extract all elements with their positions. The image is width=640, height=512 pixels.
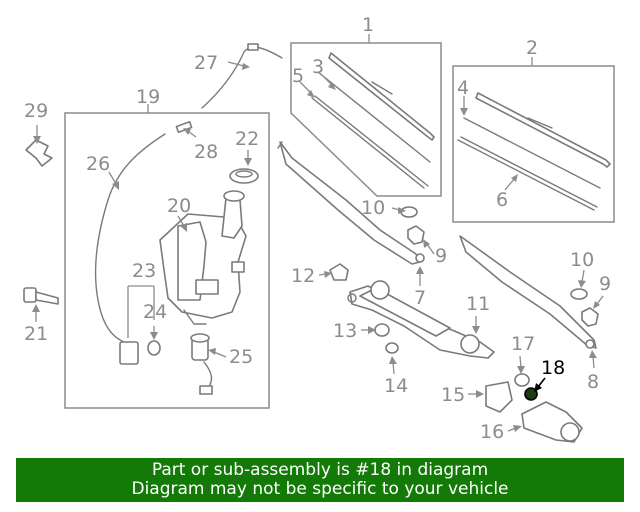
callout-26: 26 [86,153,110,175]
callout-17: 17 [511,333,535,355]
wiper-arm-driver [277,141,425,265]
callout-13: 13 [333,320,357,342]
callout-21: 21 [24,323,48,345]
level-sensor [119,285,155,365]
callout-11: 11 [466,293,490,315]
leader-lines [32,61,604,432]
callout-12: 12 [291,265,315,287]
callout-24: 24 [143,301,167,323]
callout-25: 25 [229,346,253,368]
callout-23: 23 [132,260,156,282]
callout-3: 3 [312,56,324,78]
callout-18: 18 [541,357,565,379]
washer-hose [94,133,166,343]
callout-29: 29 [24,100,48,122]
callout-16: 16 [480,421,504,443]
wiper-blade-1 [311,52,435,189]
callout-6: 6 [496,189,508,211]
motor-bracket [485,381,513,413]
motor-bushing [514,373,530,387]
footer-line-2: Diagram may not be specific to your vehi… [131,479,509,499]
callout-14: 14 [384,375,408,397]
hood-hose [201,46,283,109]
linkage-grommet [385,342,399,354]
callout-15: 15 [441,384,465,406]
wiper-motor [521,401,583,443]
mount-bolt [23,287,59,305]
callout-4: 4 [457,77,469,99]
highlighted-part-18 [524,387,538,401]
callout-27: 27 [194,52,218,74]
grommet [147,340,161,356]
footer-line-1: Part or sub-assembly is #18 in diagram [151,460,489,480]
washer-box-19 [64,104,270,409]
blade-box-1 [290,34,442,197]
callout-labels: 1 2 3 4 5 6 7 8 9 9 10 10 11 12 13 14 15… [24,14,611,443]
wiper-linkage [347,280,495,359]
reservoir-cap [229,168,259,184]
callout-9a: 9 [435,245,447,267]
wiper-blade-2 [457,92,611,211]
pivot-cap [329,263,349,281]
blade-box-2 [452,57,615,223]
hose-joint [247,43,259,51]
linkage-bushing [374,323,390,337]
washer-pump [190,333,213,395]
hose-clip [25,139,53,167]
arm-nut-right [570,288,599,327]
arm-nut-left [400,206,425,245]
callout-10b: 10 [570,249,594,271]
callout-20: 20 [167,195,191,217]
callout-1: 1 [362,14,374,36]
callout-8: 8 [587,371,599,393]
washer-reservoir [159,190,247,325]
callout-9b: 9 [599,273,611,295]
callout-22: 22 [235,128,259,150]
wiper-arm-passenger [459,235,597,349]
callout-5: 5 [292,65,304,87]
footer-banner: Part or sub-assembly is #18 in diagram D… [16,458,624,502]
callout-2: 2 [526,37,538,59]
callout-10a: 10 [361,197,385,219]
callout-7: 7 [414,287,426,309]
callout-28: 28 [194,141,218,163]
callout-19: 19 [136,86,160,108]
